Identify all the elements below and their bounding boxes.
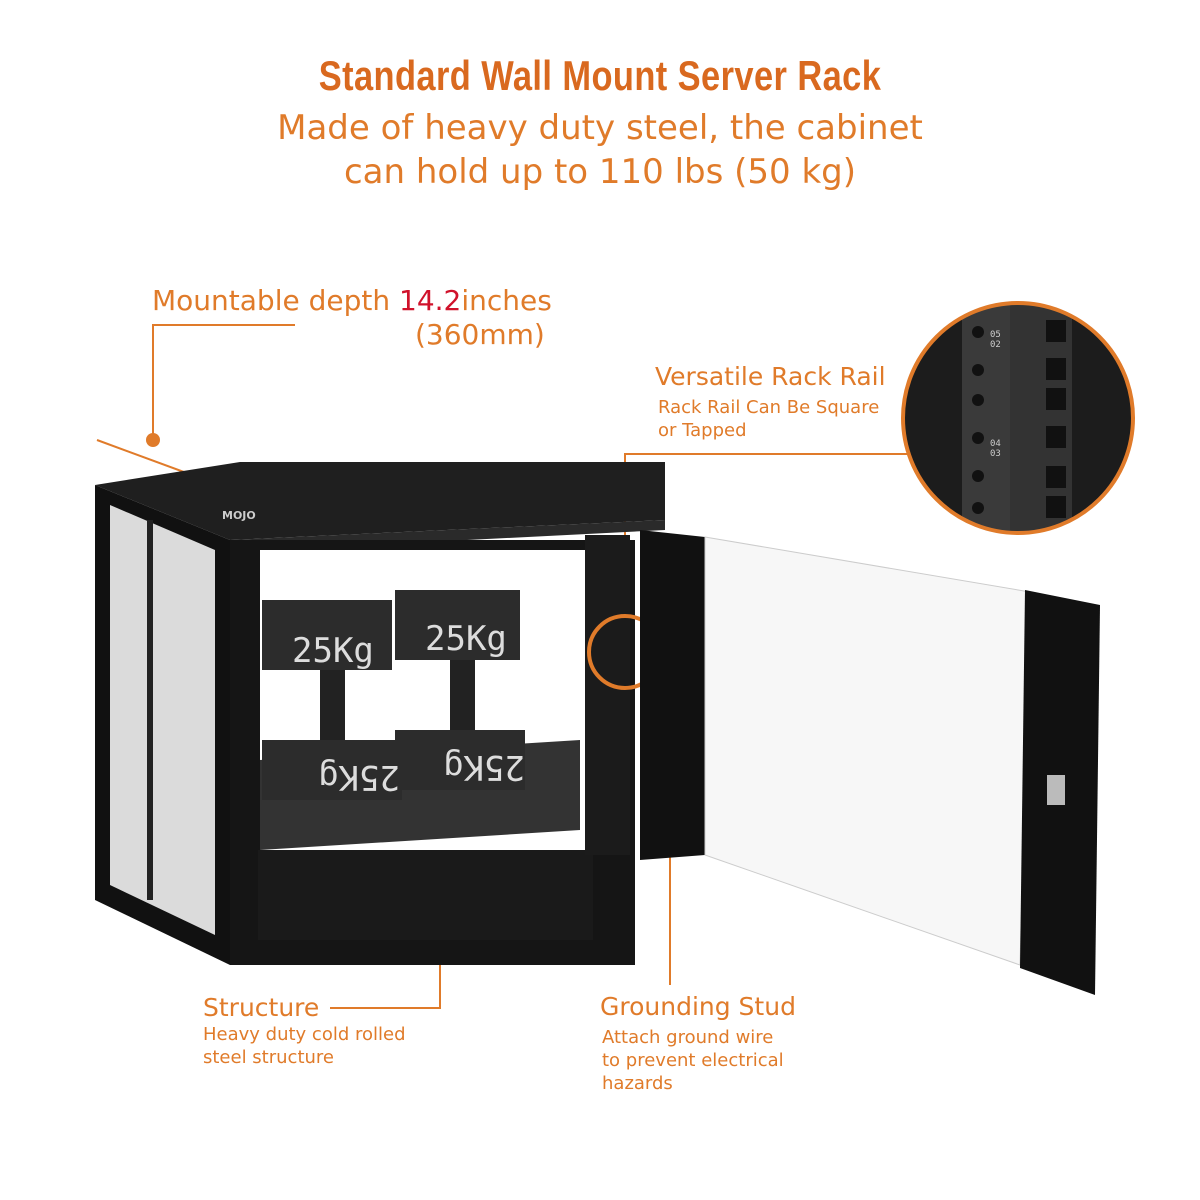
brand-logo: MOJO — [222, 509, 256, 522]
structure-desc-1: Heavy duty cold rolled — [203, 1024, 406, 1045]
grounding-desc-1: Attach ground wire — [602, 1027, 774, 1048]
grounding-title: Grounding Stud — [600, 992, 796, 1021]
structure-desc-2: steel structure — [203, 1047, 334, 1068]
rail-mark: 03 — [990, 449, 1001, 459]
structure-title: Structure — [203, 993, 320, 1022]
weights — [262, 590, 525, 800]
subtitle-line-2: can hold up to 110 lbs (50 kg) — [343, 152, 857, 192]
rail-mark: 04 — [990, 439, 1001, 449]
rail-desc-2: or Tapped — [658, 420, 747, 441]
depth-metric: (360mm) — [415, 318, 545, 351]
rail-mark: 05 — [990, 330, 1001, 340]
rail-zoom-circle — [901, 301, 1135, 535]
rail-desc-1: Rack Rail Can Be Square — [658, 397, 880, 418]
subtitle-line-1: Made of heavy duty steel, the cabinet — [277, 108, 923, 148]
depth-value: 14.2 — [399, 284, 462, 317]
rail-title: Versatile Rack Rail — [655, 362, 886, 391]
weight-label: 25Kg — [318, 757, 400, 797]
weight-label: 25Kg — [425, 619, 507, 659]
grounding-desc-3: hazards — [602, 1073, 673, 1094]
rail-mark: 02 — [990, 340, 1001, 350]
weight-label: 25Kg — [292, 631, 374, 671]
depth-label: Mountable depth 14.2inches — [152, 284, 552, 317]
weight-label: 25Kg — [443, 747, 525, 787]
grounding-desc-2: to prevent electrical — [602, 1050, 784, 1071]
page-title: Standard Wall Mount Server Rack — [318, 52, 882, 99]
